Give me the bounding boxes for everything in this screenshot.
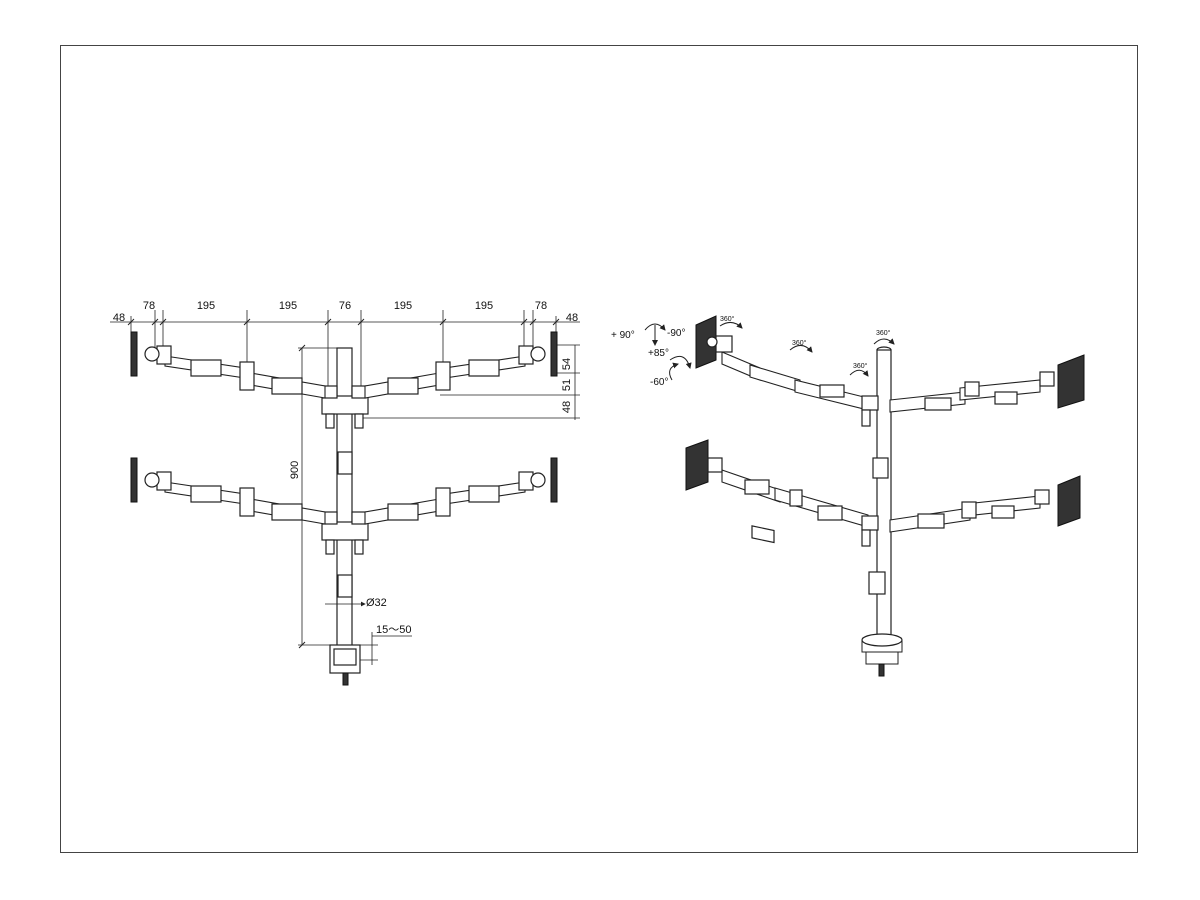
hub-cap-right-lower bbox=[351, 511, 367, 525]
left-outer-cover-lower bbox=[190, 485, 222, 503]
dim-height-900: 900 bbox=[289, 461, 301, 479]
rotation-label-3: 360° bbox=[853, 362, 868, 370]
perspective-lower-left-arm bbox=[685, 439, 879, 547]
hub-block-upper bbox=[321, 395, 369, 415]
perspective-lower-right-arm bbox=[889, 475, 1081, 533]
left-inner-cover-lower bbox=[271, 503, 303, 521]
perspective-upper-left-mount bbox=[695, 315, 733, 369]
tilt-down-label: -90° bbox=[667, 328, 685, 339]
left-inner-cover-upper bbox=[271, 377, 303, 395]
hub-knob-left-upper bbox=[325, 413, 335, 429]
right-tilt-knob-upper bbox=[530, 346, 546, 362]
right-inner-cover-upper bbox=[387, 377, 419, 395]
hub-block-lower bbox=[321, 521, 369, 541]
hub-knob-right-upper bbox=[354, 413, 364, 429]
dim-51: 51 bbox=[561, 379, 573, 391]
dim-48: 48 bbox=[561, 401, 573, 413]
hub-cap-right-upper bbox=[351, 385, 367, 399]
right-tilt-knob-lower bbox=[530, 472, 546, 488]
dim-right-48: 48 bbox=[566, 312, 578, 324]
swivel-down-label: -60° bbox=[650, 377, 668, 388]
perspective-pole bbox=[861, 346, 903, 677]
right-outer-cover-lower bbox=[468, 485, 500, 503]
left-outer-cover-upper bbox=[190, 359, 222, 377]
rotation-label-1: 360° bbox=[720, 315, 735, 323]
pole bbox=[336, 347, 353, 649]
dim-arm-195-c: 195 bbox=[394, 300, 412, 312]
dim-right-78: 78 bbox=[535, 300, 547, 312]
right-joint-upper bbox=[435, 361, 451, 391]
desk-clamp bbox=[329, 644, 361, 686]
right-vesa-plate-lower bbox=[550, 457, 558, 503]
right-dimension-chain bbox=[360, 344, 580, 420]
rotation-label-4: 360° bbox=[876, 329, 891, 337]
left-joint-lower bbox=[239, 487, 255, 517]
swivel-up-label: +85° bbox=[648, 348, 669, 359]
right-inner-cover-lower bbox=[387, 503, 419, 521]
top-dimension-chain bbox=[110, 310, 580, 395]
left-joint-upper bbox=[239, 361, 255, 391]
right-outer-cover-upper bbox=[468, 359, 500, 377]
left-tilt-knob-upper bbox=[144, 346, 160, 362]
tilt-swivel-annotations bbox=[644, 322, 895, 381]
hub-knob-right-lower bbox=[354, 539, 364, 555]
pole-collar-upper bbox=[337, 451, 353, 475]
drawing-frame bbox=[60, 45, 1138, 853]
left-tilt-knob-lower bbox=[144, 472, 160, 488]
right-joint-lower bbox=[435, 487, 451, 517]
left-vesa-plate-upper bbox=[130, 331, 138, 377]
perspective-upper-right-arm bbox=[889, 354, 1085, 413]
front-arm-assemblies bbox=[130, 331, 558, 555]
dim-center-76: 76 bbox=[339, 300, 351, 312]
left-vesa-plate-lower bbox=[130, 457, 138, 503]
dim-left-48: 48 bbox=[113, 312, 125, 324]
dim-54: 54 bbox=[561, 358, 573, 370]
dim-arm-195-a: 195 bbox=[197, 300, 215, 312]
pole-collar-lower bbox=[337, 574, 353, 598]
dim-arm-195-b: 195 bbox=[279, 300, 297, 312]
front-view: 48 78 195 195 76 195 195 78 48 54 51 48 … bbox=[110, 300, 580, 686]
tilt-up-label: + 90° bbox=[611, 330, 635, 341]
perspective-view: + 90° -90° +85° -60° 360° 360° 360° 360° bbox=[611, 315, 1085, 677]
hub-knob-left-lower bbox=[325, 539, 335, 555]
clamp-range-label: 15～50 bbox=[376, 624, 411, 636]
dim-arm-195-d: 195 bbox=[475, 300, 493, 312]
perspective-upper-left-arm bbox=[721, 351, 879, 544]
right-vesa-plate-upper bbox=[550, 331, 558, 377]
pole-diameter-label: Ø32 bbox=[366, 597, 387, 609]
rotation-label-2: 360° bbox=[792, 339, 807, 347]
dim-left-78: 78 bbox=[143, 300, 155, 312]
